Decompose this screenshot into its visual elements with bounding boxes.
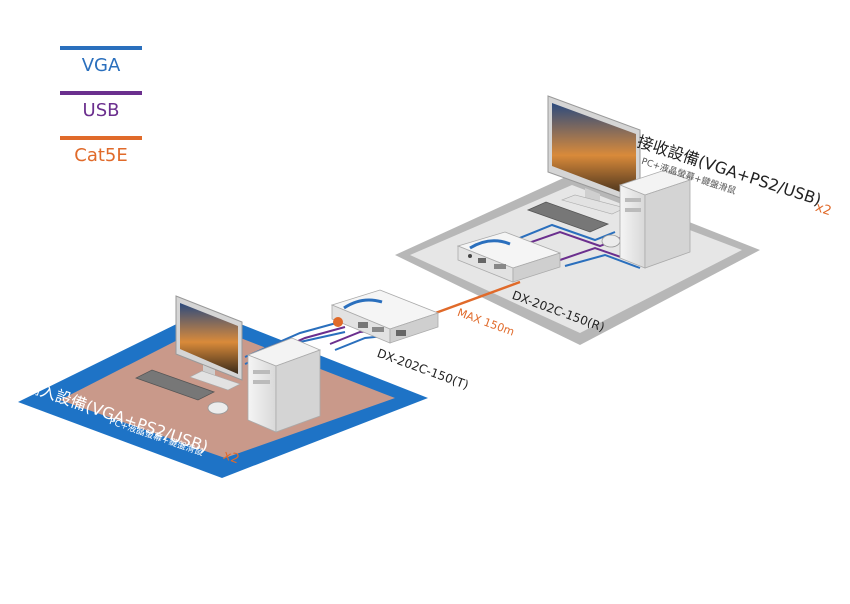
legend-line-vga xyxy=(60,46,142,50)
transmitter-keyboard xyxy=(134,369,216,401)
input-floor xyxy=(18,310,428,478)
receiver-device xyxy=(456,231,562,283)
legend-label-usb: USB xyxy=(82,100,120,121)
legend-line-usb xyxy=(60,91,142,95)
receiver-keyboard xyxy=(526,201,610,233)
legend-item-usb: USB xyxy=(60,91,142,136)
legend-item-vga: VGA xyxy=(60,46,142,91)
receiver-monitor xyxy=(547,95,641,215)
transmitter-device xyxy=(330,289,440,344)
receiver-pc xyxy=(618,169,692,269)
transmitter-mouse xyxy=(207,401,229,415)
legend-line-cat5e xyxy=(60,136,142,140)
legend-label-vga: VGA xyxy=(81,55,121,76)
legend-label-cat5e: Cat5E xyxy=(74,145,128,166)
legend: VGA USB Cat5E xyxy=(60,46,142,181)
transmitter-monitor xyxy=(175,295,243,391)
receiver-mouse xyxy=(601,234,621,248)
transmitter-pc xyxy=(246,337,322,433)
legend-item-cat5e: Cat5E xyxy=(60,136,142,181)
